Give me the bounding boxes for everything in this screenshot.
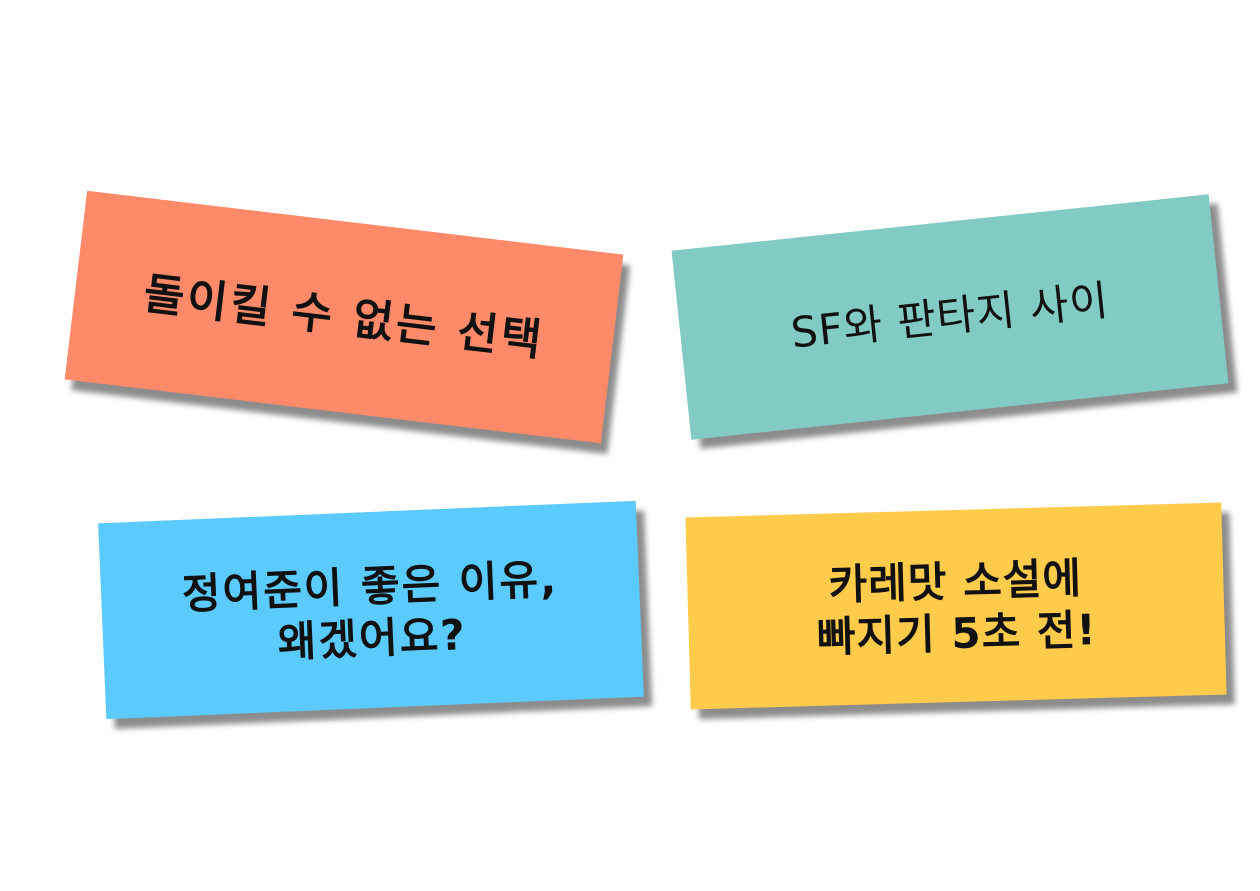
note-text: 정여준이 좋은 이유, 왜겠어요? — [181, 553, 561, 674]
sticky-note-blue[interactable]: 정여준이 좋은 이유, 왜겠어요? — [98, 500, 644, 720]
sticky-note-teal[interactable]: SF와 판타지 사이 — [671, 194, 1229, 440]
sticky-note-orange[interactable]: 돌이킬 수 없는 선택 — [64, 190, 624, 444]
note-text: 카레맛 소설에 빠지기 5초 전! — [815, 552, 1098, 665]
note-line: 카레맛 소설에 — [827, 552, 1083, 610]
note-line: SF와 판타지 사이 — [788, 275, 1112, 358]
note-text: SF와 판타지 사이 — [788, 274, 1112, 360]
note-line: 빠지기 5초 전! — [816, 605, 1098, 662]
note-line: 돌이킬 수 없는 선택 — [140, 267, 547, 367]
sticky-note-yellow[interactable]: 카레맛 소설에 빠지기 5초 전! — [685, 502, 1227, 710]
note-text: 돌이킬 수 없는 선택 — [141, 266, 547, 368]
